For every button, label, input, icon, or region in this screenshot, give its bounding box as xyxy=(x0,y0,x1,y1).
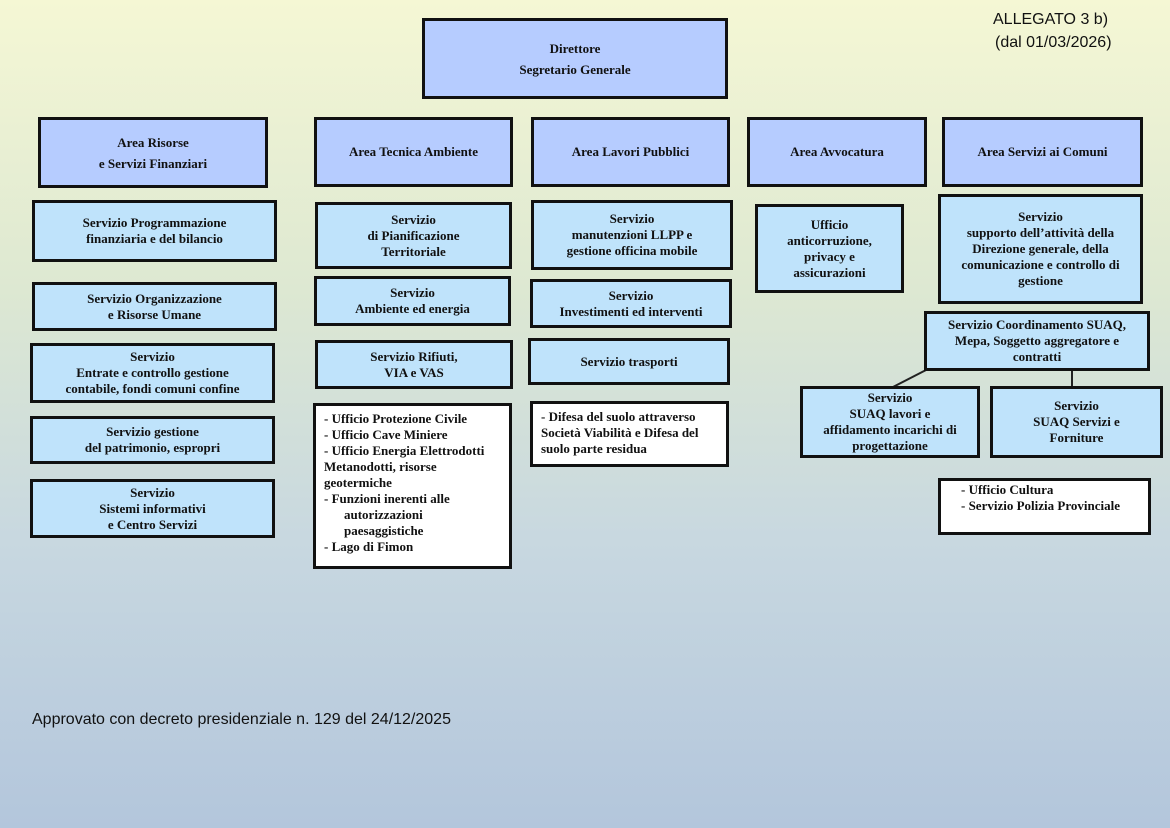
box-text-line: Entrate e controllo gestione xyxy=(76,365,229,380)
office-item: - Ufficio Cultura xyxy=(961,482,1054,497)
box-text-line: gestione xyxy=(1018,273,1063,288)
box-text-line: contabile, fondi comuni confine xyxy=(65,381,240,396)
box-text-line: Forniture xyxy=(1049,430,1104,445)
allegato-label: ALLEGATO 3 b) xyxy=(993,11,1109,28)
box-text-line: Servizio xyxy=(1018,209,1063,224)
office-item: - Lago di Fimon xyxy=(324,539,414,554)
office-item: - Ufficio Cave Miniere xyxy=(324,427,448,442)
box-text-line: Area Avvocatura xyxy=(790,144,884,159)
box-text-line: Territoriale xyxy=(381,243,446,259)
box-text-line: Servizio xyxy=(390,285,435,300)
box-text-line: Servizio xyxy=(608,287,654,303)
box-text-line: e Centro Servizi xyxy=(107,516,198,532)
box-text-line: anticorruzione, xyxy=(787,232,872,248)
box-text-line: Servizio xyxy=(609,211,655,226)
box-text-line: Area Servizi ai Comuni xyxy=(977,144,1108,159)
box-text-line: Direzione generale, della xyxy=(972,241,1109,256)
box-text-line: SUAQ lavori e xyxy=(849,406,931,421)
box-text-line: Servizio gestione xyxy=(106,424,199,439)
box-text-line: manutenzioni LLPP e xyxy=(571,227,693,242)
box-text-line: SUAQ Servizi e xyxy=(1033,414,1120,429)
box-text-line: Servizio trasporti xyxy=(580,353,678,369)
box-text-line: Servizio Programmazione xyxy=(82,215,227,230)
box-text-line: gestione officina mobile xyxy=(566,243,698,258)
box-text-line: Servizio xyxy=(130,484,175,500)
box-text-line: Servizio Coordinamento SUAQ, xyxy=(947,317,1127,332)
area-servizi-comuni: Area Servizi ai Comuni xyxy=(942,117,1143,187)
office-item: - Funzioni inerenti alle autorizzazioni … xyxy=(324,491,450,538)
lavori-offices-list: - Difesa del suolo attraverso Società Vi… xyxy=(530,401,729,467)
box-text-line: Servizio Rifiuti, xyxy=(370,348,458,364)
area-tecnica-ambiente: Area Tecnica Ambiente xyxy=(314,117,513,187)
box-text-line: del patrimonio, espropri xyxy=(84,440,221,455)
box-text-line: Ambiente ed energia xyxy=(355,301,470,316)
box-text-line: privacy e xyxy=(804,248,855,264)
box-text-line: Ufficio xyxy=(810,216,849,232)
box-text-line: affidamento incarichi di xyxy=(823,422,957,437)
box-text-line: Area Lavori Pubblici xyxy=(571,144,690,159)
box-text-line: Servizio Organizzazione xyxy=(87,290,222,306)
servizio-trasporti: Servizio trasporti xyxy=(528,338,730,385)
box-text-line: supporto dell’attività della xyxy=(966,225,1115,240)
office-item: - Ufficio Energia Elettrodotti Metanodot… xyxy=(324,443,485,490)
office-item: - Servizio Polizia Provinciale xyxy=(961,498,1120,513)
approval-note: Approvato con decreto presidenziale n. 1… xyxy=(32,711,451,728)
box-text-line: e Servizi Finanziari xyxy=(98,155,208,171)
box-text-line: progettazione xyxy=(852,438,928,453)
box-text-line: Mepa, Soggetto aggregatore e xyxy=(954,333,1120,348)
servizio-rifiuti: Servizio Rifiuti,VIA e VAS xyxy=(315,340,513,389)
box-text-line: Direttore xyxy=(549,40,601,56)
box-text-line: Area Risorse xyxy=(117,134,189,150)
box-text-line: assicurazioni xyxy=(793,264,866,280)
box-text-line: Area Tecnica Ambiente xyxy=(348,144,479,159)
area-lavori-pubblici: Area Lavori Pubblici xyxy=(531,117,730,187)
area-risorse: Area Risorse e Servizi Finanziari xyxy=(38,117,268,188)
box-text-line: e Risorse Umane xyxy=(107,306,202,322)
office-item: - Difesa del suolo attraverso Società Vi… xyxy=(541,409,699,456)
box-text-line: Servizio xyxy=(1054,398,1099,413)
connector-suaq-lavori xyxy=(892,368,929,388)
box-text-line: Segretario Generale xyxy=(519,61,631,77)
comuni-offices-list: - Ufficio Cultura- Servizio Polizia Prov… xyxy=(938,478,1151,535)
box-text-line: di Pianificazione xyxy=(367,227,460,243)
box-text-line: VIA e VAS xyxy=(384,364,444,380)
box-text-line: contratti xyxy=(1012,349,1062,364)
box-text-line: comunicazione e controllo di xyxy=(961,257,1120,272)
box-text-line: Servizio xyxy=(391,211,436,227)
box-text-line: Servizio xyxy=(130,349,175,364)
box-text-line: Sistemi informativi xyxy=(99,500,206,516)
office-item: - Ufficio Protezione Civile xyxy=(324,411,468,426)
effective-date: (dal 01/03/2026) xyxy=(995,34,1112,51)
servizio-coordinamento-suaq: Servizio Coordinamento SUAQ,Mepa, Sogget… xyxy=(924,311,1150,371)
box-text-line: finanziaria e del bilancio xyxy=(86,231,223,246)
tecnica-offices-list: - Ufficio Protezione Civile- Ufficio Cav… xyxy=(313,403,512,569)
area-avvocatura: Area Avvocatura xyxy=(747,117,927,187)
box-text-line: Investimenti ed interventi xyxy=(559,303,703,319)
box-text-line: Servizio xyxy=(867,390,913,405)
